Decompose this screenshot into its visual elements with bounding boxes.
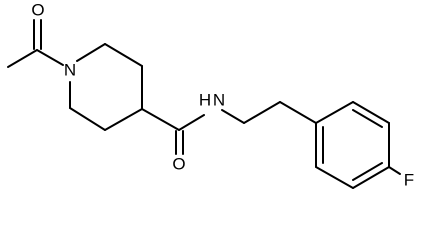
- acetyl-group: [7, 19, 64, 68]
- bond-ar1-ar2: [315, 101, 354, 124]
- fluorophenyl-ring: [315, 101, 401, 189]
- aromatic-inner-bond-a: [352, 109, 383, 128]
- bond-c4-amide-carbon: [141, 108, 180, 131]
- bond-carbonyl-nitrogen: [36, 49, 64, 66]
- bond-c4-c5: [104, 108, 143, 131]
- piperidine-ring: [69, 43, 143, 131]
- amide-hydrogen-label: H: [199, 91, 211, 110]
- bond-c2-c3: [104, 43, 143, 67]
- amide-oxygen-label: O: [172, 155, 185, 174]
- bond-ar4-ar5: [352, 166, 390, 189]
- bond-ch2-ch2: [243, 101, 281, 124]
- amide-nitrogen-label: N: [213, 91, 225, 110]
- fluorine-label: F: [404, 171, 414, 190]
- ethyl-linker: [221, 101, 317, 124]
- aromatic-inner-bond-b: [352, 162, 383, 181]
- bond-ch2-aryl: [279, 101, 317, 124]
- bond-c5-c6: [69, 107, 106, 131]
- bond-n-ch2: [221, 109, 245, 124]
- bond-aryl-fluorine: [388, 166, 401, 175]
- carboxamide-group: [141, 108, 205, 155]
- bond-methyl-carbonyl: [7, 49, 38, 68]
- bond-n-c2: [76, 43, 106, 62]
- bond-ar2-ar3: [352, 101, 390, 124]
- ring-nitrogen-label: N: [64, 61, 76, 80]
- molecule-structure: O N O H N F: [7, 1, 414, 190]
- bond-ar5-ar6: [315, 166, 354, 189]
- bond-amide-c-n: [178, 114, 205, 131]
- acetyl-oxygen-label: O: [31, 1, 44, 20]
